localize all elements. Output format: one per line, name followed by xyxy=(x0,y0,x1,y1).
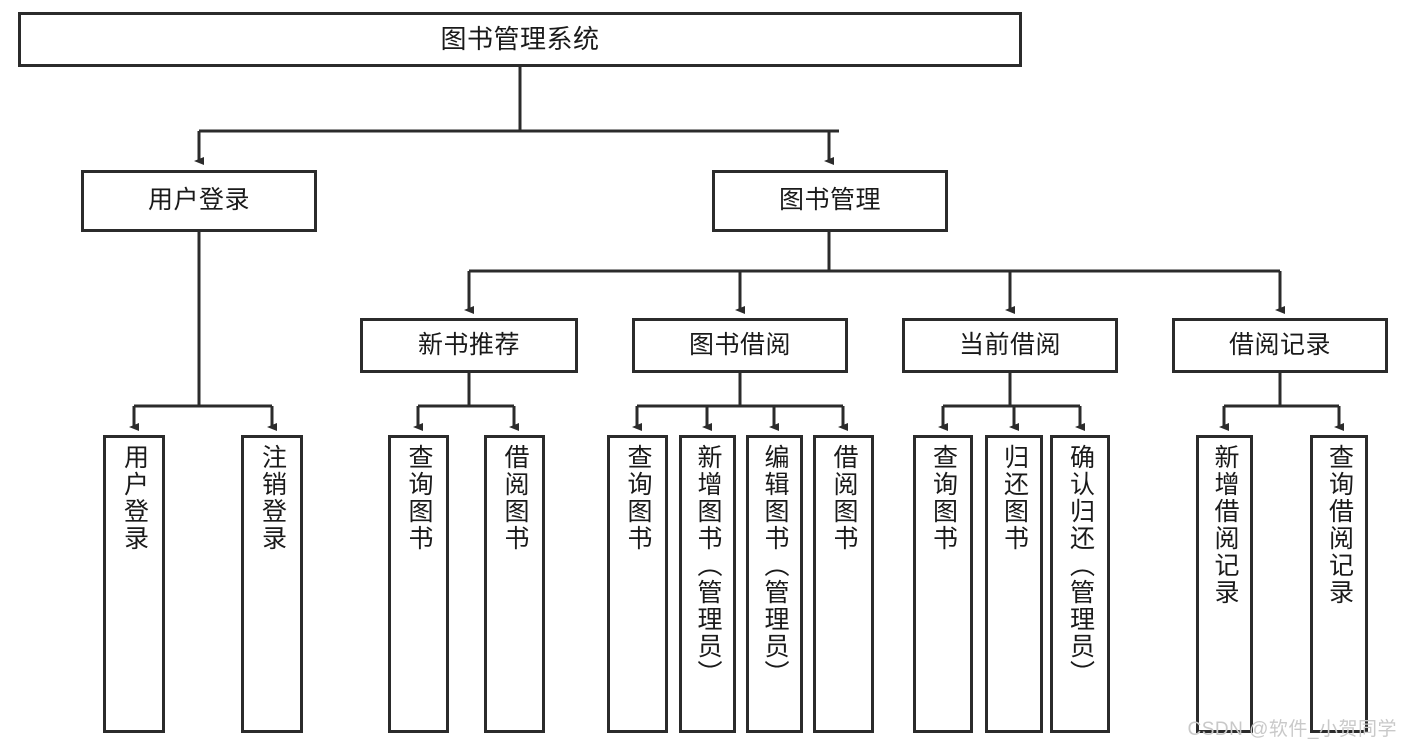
node-user-login[interactable]: 用户登录 xyxy=(81,170,317,232)
leaf-borrow-record-add-record[interactable]: 新增借阅记录 xyxy=(1196,435,1253,733)
node-root-book-management-system[interactable]: 图书管理系统 xyxy=(18,12,1022,67)
node-label: 用户登录 xyxy=(120,444,149,552)
leaf-borrow-record-query-record[interactable]: 查询借阅记录 xyxy=(1310,435,1368,733)
leaf-current-borrow-query-book[interactable]: 查询图书 xyxy=(913,435,973,733)
leaf-current-borrow-confirm-return-admin[interactable]: 确认归还（管理员） xyxy=(1050,435,1110,733)
node-label: 查询图书 xyxy=(929,444,958,552)
leaf-book-borrow-query-book[interactable]: 查询图书 xyxy=(607,435,668,733)
node-label: 图书借阅 xyxy=(688,330,791,359)
leaf-current-borrow-return-book[interactable]: 归还图书 xyxy=(985,435,1043,733)
node-book-borrow[interactable]: 图书借阅 xyxy=(632,318,848,373)
node-label: 新增图书（管理员） xyxy=(694,444,722,687)
leaf-new-book-query-book[interactable]: 查询图书 xyxy=(388,435,449,733)
node-current-borrow[interactable]: 当前借阅 xyxy=(902,318,1118,373)
node-label: 新增借阅记录 xyxy=(1211,444,1239,606)
node-book-management[interactable]: 图书管理 xyxy=(712,170,948,232)
node-label: 归还图书 xyxy=(1000,444,1029,552)
node-new-book-recommendation[interactable]: 新书推荐 xyxy=(360,318,578,373)
leaf-user-login-login[interactable]: 用户登录 xyxy=(103,435,165,733)
node-borrow-record[interactable]: 借阅记录 xyxy=(1172,318,1388,373)
node-label: 新书推荐 xyxy=(417,330,520,359)
leaf-book-borrow-edit-book-admin[interactable]: 编辑图书（管理员） xyxy=(746,435,803,733)
node-label: 编辑图书（管理员） xyxy=(761,444,789,687)
leaf-user-login-logout[interactable]: 注销登录 xyxy=(241,435,303,733)
leaf-book-borrow-borrow-book[interactable]: 借阅图书 xyxy=(813,435,874,733)
node-label: 用户登录 xyxy=(147,186,250,215)
node-label: 图书管理 xyxy=(778,186,881,215)
node-label: 当前借阅 xyxy=(958,330,1061,359)
csdn-watermark: CSDN @软件_小贺同学 xyxy=(1187,719,1397,740)
leaf-book-borrow-add-book-admin[interactable]: 新增图书（管理员） xyxy=(679,435,736,733)
leaf-new-book-borrow-book[interactable]: 借阅图书 xyxy=(484,435,545,733)
node-label: 查询图书 xyxy=(624,444,652,552)
node-label: 查询图书 xyxy=(405,444,433,552)
node-label: 借阅图书 xyxy=(501,444,529,552)
node-label: 借阅图书 xyxy=(830,444,858,552)
node-label: 确认归还（管理员） xyxy=(1066,444,1095,687)
node-label: 借阅记录 xyxy=(1228,330,1331,359)
node-label: 图书管理系统 xyxy=(440,24,600,55)
node-label: 查询借阅记录 xyxy=(1325,444,1354,606)
node-label: 注销登录 xyxy=(258,444,287,552)
